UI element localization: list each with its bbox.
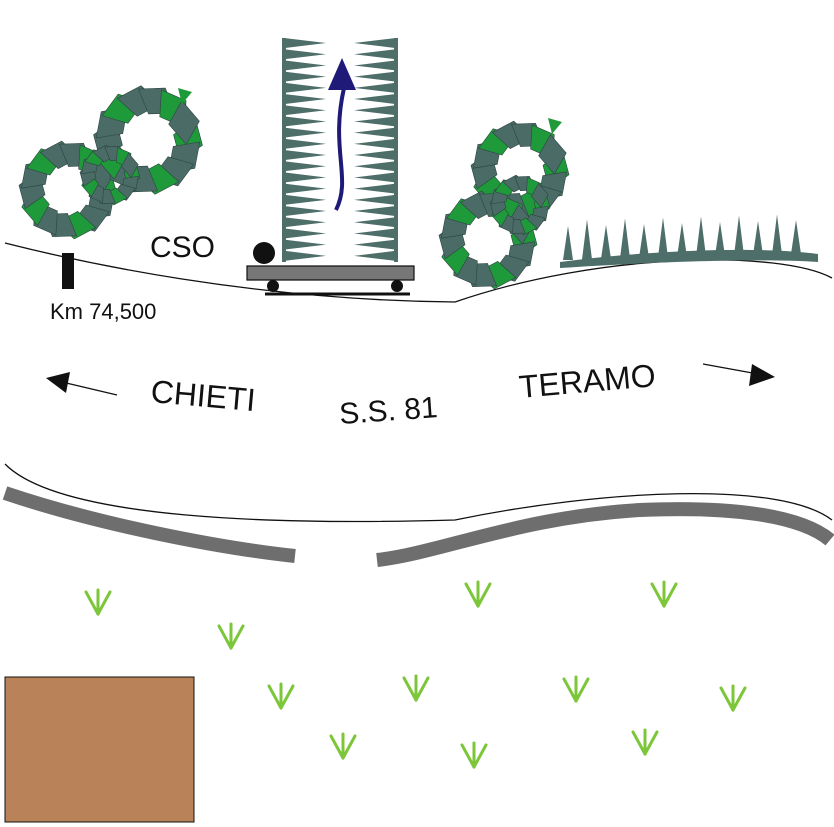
arrow-right-icon (702, 363, 775, 386)
road-edge-top (4, 242, 833, 303)
tree-cluster-icon (18, 85, 203, 240)
spike (354, 49, 396, 60)
grass-tuft-icon (464, 580, 492, 608)
spike (284, 239, 326, 250)
spike (284, 194, 326, 205)
hedge-spike (772, 214, 782, 255)
spike (284, 228, 326, 239)
spike (354, 71, 396, 82)
spike (354, 206, 396, 217)
spike (354, 250, 396, 261)
cso-installation (246, 38, 415, 296)
tree-cluster-icon (438, 118, 570, 290)
spike (354, 172, 396, 183)
spike (354, 105, 396, 116)
grass-tuft-icon (217, 622, 245, 650)
spike (284, 183, 326, 194)
hedge-spike (639, 224, 649, 258)
spike (354, 217, 396, 228)
grass-tuft-icon (650, 580, 678, 608)
spike-wall-left (282, 38, 326, 262)
spike (284, 94, 326, 105)
spike (284, 38, 326, 49)
spike (354, 161, 396, 172)
hedge-spike (734, 215, 744, 256)
cso-label: CSO (150, 231, 215, 264)
hedge-spike (715, 222, 725, 256)
km-label: Km 74,500 (50, 299, 156, 324)
spike (354, 150, 396, 161)
spike (354, 60, 396, 71)
hedge-spike (791, 220, 801, 254)
spike (354, 183, 396, 194)
spike (284, 82, 326, 93)
grass-field (84, 580, 747, 769)
grass-tuft-icon (719, 684, 747, 712)
hedge-spike (753, 221, 763, 255)
grass-tuft-icon (329, 732, 357, 760)
grass-tuft-icon (84, 588, 112, 616)
leaf (538, 134, 567, 175)
hedge-spikes (560, 214, 818, 268)
road-name-label: S.S. 81 (338, 391, 438, 431)
km-post-marker (62, 253, 74, 289)
direction-label-chieti: CHIETI (149, 373, 257, 418)
spike (354, 194, 396, 205)
spike (284, 60, 326, 71)
spike (284, 49, 326, 60)
leaf (531, 182, 549, 209)
guard-barrier-left (2, 486, 296, 563)
hedge-spike (696, 216, 706, 257)
arrow-left-icon (46, 372, 118, 396)
field-plot (4, 676, 195, 823)
road-edge-bottom (4, 463, 833, 523)
hedge-spike (658, 217, 668, 258)
installation-platform (246, 265, 415, 281)
curved-up-arrow-icon (328, 58, 356, 211)
spike (284, 161, 326, 172)
spike (284, 105, 326, 116)
spike (354, 127, 396, 138)
spike (354, 138, 396, 149)
hedge-spike (620, 218, 630, 259)
grass-tuft-icon (267, 682, 295, 710)
spike (284, 150, 326, 161)
hedge-spike (563, 226, 573, 260)
spike (284, 172, 326, 183)
hedge-spike (677, 223, 687, 257)
hedge-spike (601, 225, 611, 259)
spike (284, 206, 326, 217)
spike-wall-right (354, 38, 398, 262)
leaf (168, 100, 200, 146)
grass-tuft-icon (402, 674, 430, 702)
spike (354, 116, 396, 127)
direction-label-teramo: TERAMO (517, 357, 657, 405)
spike (354, 82, 396, 93)
spike (284, 71, 326, 82)
spike (354, 239, 396, 250)
installation-wheel-right (391, 280, 403, 292)
guard-barrier-right (376, 502, 834, 567)
spike (284, 250, 326, 261)
grass-tuft-icon (562, 675, 590, 703)
spike (354, 38, 396, 49)
spike (354, 94, 396, 105)
installation-ball (253, 242, 275, 264)
spike (354, 228, 396, 239)
hedge-spike (582, 219, 592, 260)
spike (284, 217, 326, 228)
spike (284, 127, 326, 138)
grass-tuft-icon (460, 741, 488, 769)
installation-wheel-left (267, 280, 279, 292)
spike (284, 138, 326, 149)
leaf (121, 152, 139, 179)
grass-tuft-icon (631, 728, 659, 756)
spike (284, 116, 326, 127)
